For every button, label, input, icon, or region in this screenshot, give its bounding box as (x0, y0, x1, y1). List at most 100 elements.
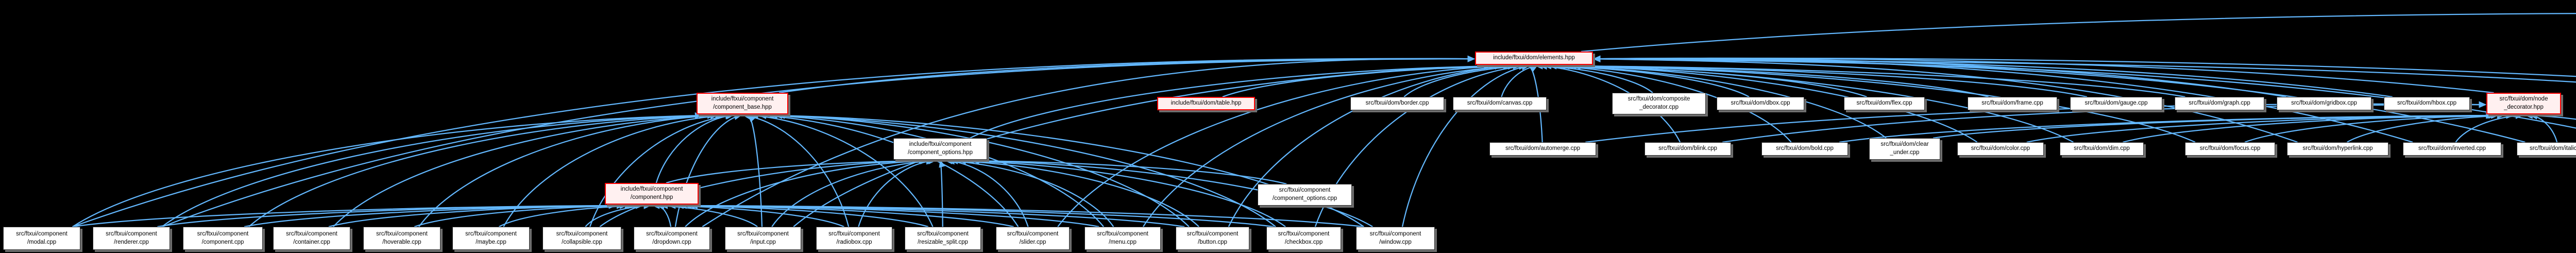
graph-node-gridbox_cpp[interactable]: src/ftxui/dom/gridbox.cpp (2277, 97, 2371, 110)
graph-node-input_cpp[interactable]: src/ftxui/component/input.cpp (725, 227, 801, 250)
include-edge (332, 112, 723, 227)
graph-node-frame_cpp[interactable]: src/ftxui/dom/frame.cpp (1968, 97, 2057, 110)
include-edge (793, 62, 1492, 227)
node-label-line: src/ftxui/dom/dim.cpp (2074, 145, 2130, 152)
include-edge (248, 112, 715, 227)
node-label-line: src/ftxui/dom/automerge.cpp (1505, 145, 1581, 152)
graph-node-dbox_cpp[interactable]: src/ftxui/dom/dbox.cpp (1717, 97, 1804, 110)
node-label-line: /component_base.hpp (713, 104, 772, 110)
node-label-line: _under.cpp (1890, 149, 1920, 156)
graph-node-canvas_cpp[interactable]: src/ftxui/dom/canvas.cpp (1453, 97, 1547, 110)
node-label-line: /slider.cpp (1019, 239, 1046, 245)
node-label-line: include/ftxui/dom/elements.hpp (1493, 55, 1575, 61)
graph-node-button_cpp[interactable]: src/ftxui/component/button.cpp (1176, 227, 1249, 250)
graph-node-dropdown_cpp[interactable]: src/ftxui/component/dropdown.cpp (634, 227, 710, 250)
graph-node-component_options_hpp[interactable]: include/ftxui/component/component_option… (893, 138, 987, 160)
graph-node-dim_cpp[interactable]: src/ftxui/dom/dim.cpp (2060, 142, 2144, 156)
graph-node-automerge_cpp[interactable]: src/ftxui/dom/automerge.cpp (1489, 142, 1596, 156)
include-edge (971, 157, 1373, 227)
graph-node-maybe_cpp[interactable]: src/ftxui/component/maybe.cpp (452, 227, 530, 250)
include-edge (585, 203, 652, 227)
graph-node-menu_cpp[interactable]: src/ftxui/component/menu.cpp (1084, 227, 1161, 250)
graph-node-clear_under_cpp[interactable]: src/ftxui/dom/clear_under.cpp (1869, 138, 1940, 160)
graph-node-slider_cpp[interactable]: src/ftxui/component/slider.cpp (996, 227, 1070, 250)
node-label-line: src/ftxui/component (465, 230, 517, 237)
node-label-line: src/ftxui/component (16, 230, 67, 237)
include-edge (1592, 56, 2298, 143)
node-label-line: src/ftxui/dom/clear (1880, 141, 1929, 148)
include-edge (690, 202, 1364, 228)
node-label-line: src/ftxui/dom/hyperlink.cpp (2302, 145, 2373, 152)
node-label-line: /checkbox.cpp (1284, 239, 1323, 245)
node-label-line: include/ftxui/dom/table.hpp (1171, 100, 1242, 107)
graph-node-gauge_cpp[interactable]: src/ftxui/dom/gauge.cpp (2070, 97, 2162, 110)
graph-node-elements_hpp[interactable]: include/ftxui/dom/elements.hpp (1475, 52, 1593, 65)
node-label-line: src/ftxui/component (737, 230, 789, 237)
graph-node-modal_cpp[interactable]: src/ftxui/component/modal.cpp (3, 227, 80, 250)
graph-node-node_decorator_hpp[interactable]: src/ftxui/dom/node_decorator.hpp (2486, 93, 2561, 114)
graph-node-inverted_cpp[interactable]: src/ftxui/dom/inverted.cpp (2403, 142, 2501, 156)
include-edge (414, 202, 636, 228)
include-edge (589, 112, 734, 227)
graph-node-radiobox_cpp[interactable]: src/ftxui/component/radiobox.cpp (816, 227, 892, 250)
include-edge (685, 157, 928, 227)
node-label-line: /window.cpp (1379, 239, 1412, 245)
graph-node-window_cpp[interactable]: src/ftxui/component/window.cpp (1356, 227, 1435, 250)
node-label-line: _decorator.cpp (1639, 104, 1679, 110)
graph-node-component_cpp[interactable]: src/ftxui/component/component.cpp (183, 227, 263, 250)
graph-node-blink_cpp[interactable]: src/ftxui/dom/blink.cpp (1645, 142, 1731, 156)
graph-node-renderer_cpp[interactable]: src/ftxui/component/renderer.cpp (93, 227, 170, 250)
node-label-line: /menu.cpp (1109, 239, 1137, 245)
graph-node-bold_cpp[interactable]: src/ftxui/dom/bold.cpp (1761, 142, 1848, 156)
include-edge (328, 202, 628, 228)
graph-node-table_hpp[interactable]: include/ftxui/dom/table.hpp (1157, 97, 1255, 110)
node-label-line: /component_options.hpp (908, 149, 973, 156)
include-edge (599, 157, 920, 227)
graph-node-hoverable_cpp[interactable]: src/ftxui/component/hoverable.cpp (363, 227, 440, 250)
graph-node-collapsible_cpp[interactable]: src/ftxui/component/collapsible.cpp (543, 227, 621, 250)
graph-node-component_base_hpp[interactable]: include/ftxui/component/component_base.h… (697, 93, 788, 114)
include-edge (1549, 63, 1792, 143)
graph-node-hyperlink_cpp[interactable]: src/ftxui/dom/hyperlink.cpp (2287, 142, 2388, 156)
node-label-line: include/ftxui/component (909, 141, 972, 148)
include-edge (499, 202, 643, 227)
node-label-line: src/ftxui/dom/blink.cpp (1658, 145, 1717, 152)
graph-node-color_cpp[interactable]: src/ftxui/dom/color.cpp (1957, 142, 2044, 156)
node-label-line: include/ftxui/component (620, 186, 683, 193)
include-edge (1572, 62, 2196, 143)
include-edge (161, 112, 707, 227)
graph-node-composite_decorator_cpp[interactable]: src/ftxui/dom/composite_decorator.cpp (1612, 93, 1706, 114)
graph-node-component_hpp[interactable]: include/ftxui/component/component.hpp (605, 183, 699, 205)
graph-node-hbox_cpp[interactable]: src/ftxui/dom/hbox.cpp (2384, 97, 2470, 110)
graph-node-component_options_cpp[interactable]: src/ftxui/component/component_options.cp… (1258, 184, 1352, 206)
node-label-line: src/ftxui/dom/inverted.cpp (2418, 145, 2486, 152)
graph-node-border_cpp[interactable]: src/ftxui/dom/border.cpp (1350, 97, 1444, 110)
graph-node-resizable_split_cpp[interactable]: src/ftxui/component/resizable_split.cpp (905, 227, 981, 250)
graph-node-checkbox_cpp[interactable]: src/ftxui/component/checkbox.cpp (1266, 227, 1341, 250)
include-edge (1557, 62, 1887, 139)
graph-node-italic_cpp[interactable]: src/ftxui/dom/italic.cpp (2517, 142, 2576, 156)
include-edge (1592, 55, 2526, 143)
include-edge (770, 112, 1276, 227)
include-edge (666, 157, 927, 184)
node-label-line: /hoverable.cpp (382, 239, 421, 245)
node-label-line: src/ftxui/dom/composite (1628, 96, 1690, 103)
graph-node-container_cpp[interactable]: src/ftxui/component/container.cpp (273, 227, 350, 250)
include-edge (1528, 65, 1543, 143)
node-label-line: src/ftxui/component (106, 230, 157, 237)
include-edge (777, 112, 1364, 227)
graph-node-focus_cpp[interactable]: src/ftxui/dom/focus.cpp (2185, 142, 2275, 156)
node-label-line: src/ftxui/dom/hbox.cpp (2397, 100, 2457, 107)
node-label-line: src/ftxui/dom/gauge.cpp (2084, 100, 2148, 107)
include-edge (2123, 112, 2495, 143)
node-label-line: src/ftxui/dom/focus.cpp (2199, 145, 2261, 152)
node-label-line: /radiobox.cpp (836, 239, 872, 245)
node-label-line: src/ftxui/dom/node (2499, 96, 2548, 103)
node-label-line: src/ftxui/component (376, 230, 428, 237)
graph-node-graph_cpp[interactable]: src/ftxui/dom/graph.cpp (2175, 97, 2264, 110)
node-label-line: src/ftxui/component (1278, 230, 1330, 237)
include-edge (947, 158, 1029, 227)
node-label-line: src/ftxui/component (197, 230, 249, 237)
graph-node-flex_cpp[interactable]: src/ftxui/dom/flex.cpp (1844, 97, 1925, 110)
include-edge (2530, 113, 2558, 143)
